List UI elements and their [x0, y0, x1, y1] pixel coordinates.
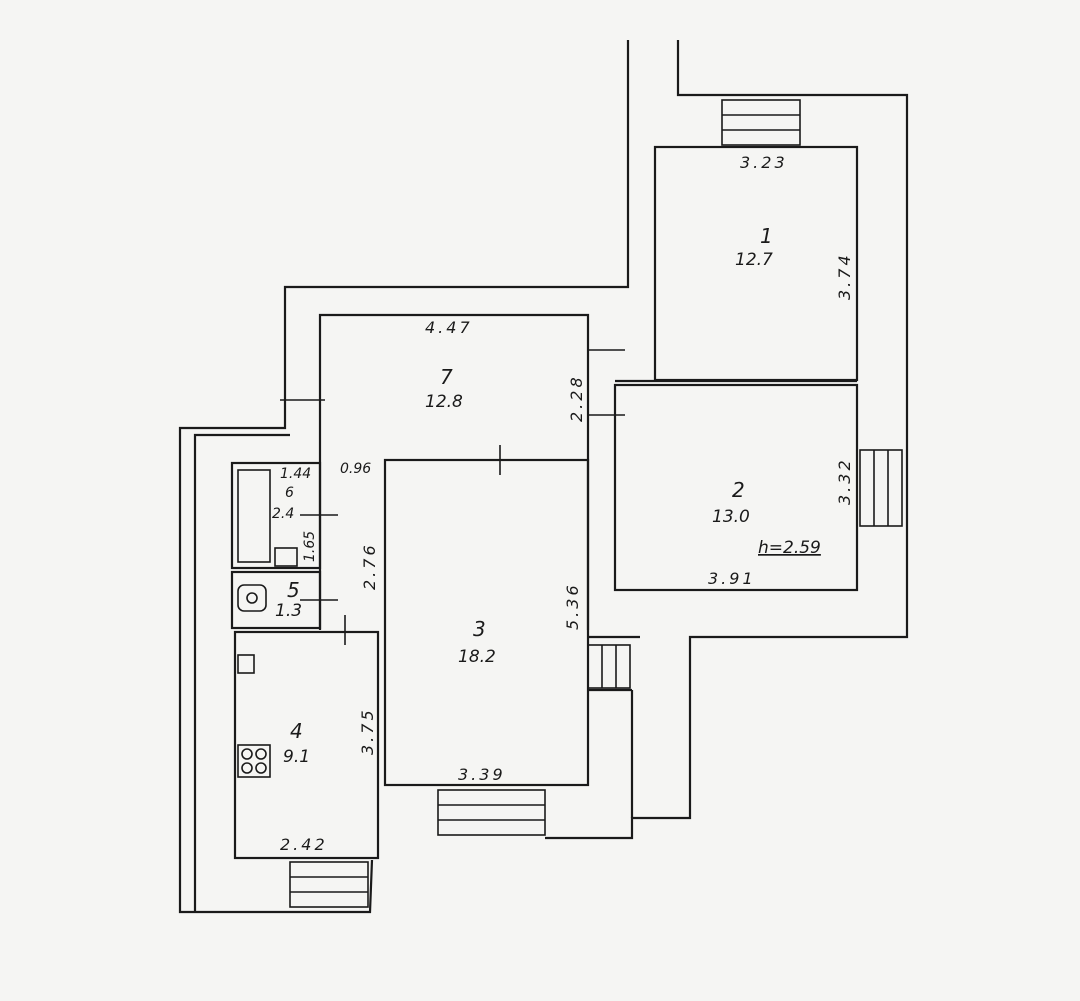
ceiling-height: h=2.59: [758, 538, 821, 558]
room-2-number: 2: [732, 478, 745, 502]
room-7-width: 4.47: [425, 318, 473, 337]
room-2-length: 3.32: [835, 457, 854, 505]
room-3-walls: [383, 458, 590, 787]
room-6-width: 1.44: [280, 466, 311, 482]
windows: [289, 99, 903, 908]
room-4-number: 4: [290, 719, 303, 743]
room-1-area: 12.7: [735, 250, 773, 270]
room-7-area: 12.8: [425, 392, 463, 412]
room-4-walls: [233, 630, 380, 860]
room-2-walls: [613, 383, 859, 592]
room-7-number: 7: [440, 365, 453, 389]
room-4-width: 2.42: [280, 835, 328, 854]
fixtures: [237, 547, 298, 778]
toilet-icon: [237, 584, 267, 612]
room-2-area: 13.0: [712, 507, 750, 527]
kitchen-sink-icon: [237, 654, 255, 674]
corridor-length: 2.76: [360, 542, 379, 590]
corridor-width: 0.96: [340, 461, 371, 477]
room-1-width: 3.23: [740, 153, 788, 172]
sink-icon: [274, 547, 298, 567]
room-3-width: 3.39: [458, 765, 506, 784]
room-3-length: 5.36: [563, 582, 582, 630]
room-4-length: 3.75: [358, 707, 377, 755]
room-1-number: 1: [760, 224, 773, 248]
room-4-area: 9.1: [283, 747, 310, 767]
room-5-number: 5: [287, 578, 300, 602]
room-6-area: 2.4: [272, 506, 294, 522]
room-3-number: 3: [473, 617, 486, 641]
door-marks: [280, 349, 625, 645]
room-2-width: 3.91: [708, 569, 756, 588]
room-6-length: 1.65: [302, 531, 318, 562]
room-5-area: 1.3: [275, 601, 302, 621]
stove-icon: [237, 744, 271, 778]
room-1-length: 3.74: [835, 252, 854, 300]
outer-walls: [178, 40, 909, 914]
room-6-number: 6: [285, 485, 294, 501]
room-7-length: 2.28: [567, 374, 586, 422]
room-3-area: 18.2: [458, 647, 496, 667]
